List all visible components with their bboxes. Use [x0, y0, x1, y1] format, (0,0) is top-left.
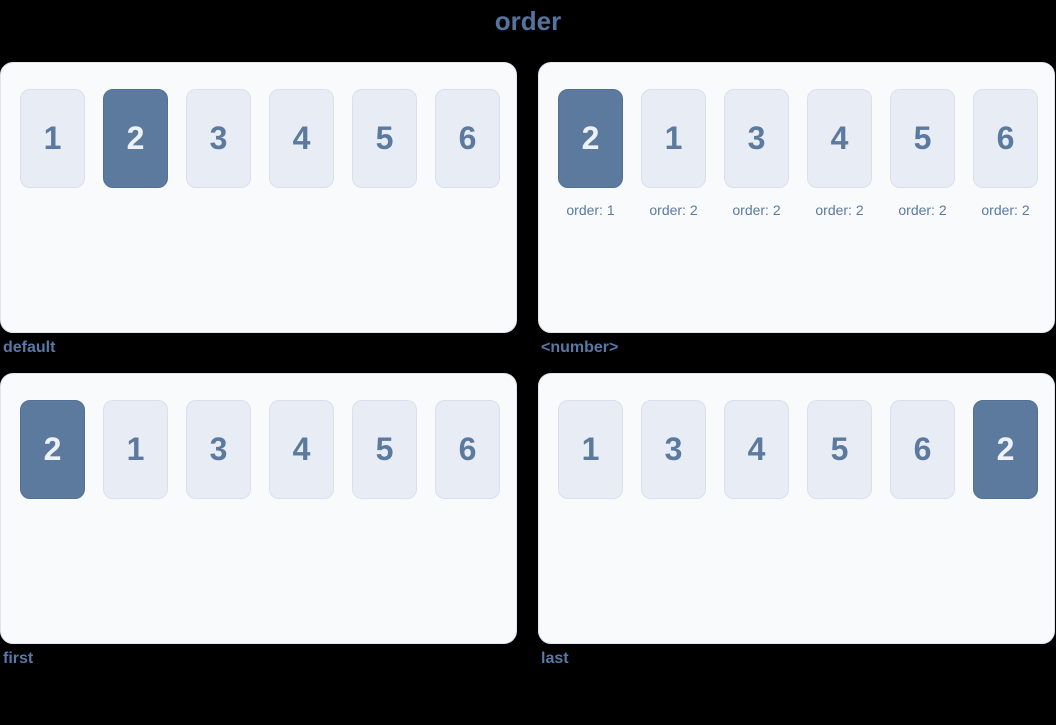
example-label-first: first: [3, 650, 34, 667]
flex-item-box: 3: [724, 89, 789, 188]
flex-item: 5: [807, 400, 872, 499]
flex-item: 6: [435, 89, 500, 188]
flex-item-box: 6: [435, 89, 500, 188]
flex-item: 5 order: 2: [890, 89, 955, 218]
flex-item-box: 3: [641, 400, 706, 499]
flex-item-box: 1: [20, 89, 85, 188]
example-label-number: <number>: [541, 339, 619, 356]
flex-item-box: 1: [641, 89, 706, 188]
example-number: 2 order: 1 1 order: 2 3 order: 2 4 order: 2 5 ord…: [538, 62, 1055, 357]
flex-item: 4: [269, 400, 334, 499]
flex-container-number: 2 order: 1 1 order: 2 3 order: 2 4 order: 2 5 ord…: [538, 62, 1055, 333]
flex-item-box: 4: [724, 400, 789, 499]
flex-item: 1: [20, 89, 85, 188]
flex-item-box: 1: [558, 400, 623, 499]
order-value-label: order: 2: [732, 202, 781, 218]
flex-item-box: 4: [807, 89, 872, 188]
flex-item: 3: [641, 400, 706, 499]
flex-item-box: 6: [973, 89, 1038, 188]
flex-item: 6: [435, 400, 500, 499]
flex-item-box: 5: [352, 400, 417, 499]
flex-item: 1: [103, 400, 168, 499]
flex-item-box: 4: [269, 89, 334, 188]
flex-item: 6 order: 2: [973, 89, 1038, 218]
flex-item-box-highlighted: 2: [558, 89, 623, 188]
flex-item: 2: [103, 89, 168, 188]
flex-item-box: 5: [890, 89, 955, 188]
flex-item: 4 order: 2: [807, 89, 872, 218]
flex-item-box: 5: [352, 89, 417, 188]
flex-item-box: 3: [186, 89, 251, 188]
flex-item-box: 6: [890, 400, 955, 499]
flex-item: 2: [20, 400, 85, 499]
flex-item-box: 4: [269, 400, 334, 499]
flex-item-box-highlighted: 2: [973, 400, 1038, 499]
flex-item: 1: [558, 400, 623, 499]
flex-item-box-highlighted: 2: [103, 89, 168, 188]
flex-item: 5: [352, 89, 417, 188]
order-value-label: order: 2: [981, 202, 1030, 218]
flex-item-box: 3: [186, 400, 251, 499]
example-label-default: default: [3, 339, 56, 356]
box-row: 2 order: 1 1 order: 2 3 order: 2 4 order: 2 5 ord…: [558, 89, 1054, 218]
flex-item: 6: [890, 400, 955, 499]
example-label-last: last: [541, 650, 569, 667]
flex-item: 2 order: 1: [558, 89, 623, 218]
order-value-label: order: 2: [649, 202, 698, 218]
flex-item: 5: [352, 400, 417, 499]
order-value-label: order: 1: [566, 202, 615, 218]
flex-item-box: 1: [103, 400, 168, 499]
flex-item: 2: [973, 400, 1038, 499]
flex-item: 3 order: 2: [724, 89, 789, 218]
flex-item-box: 5: [807, 400, 872, 499]
flex-item: 3: [186, 89, 251, 188]
flex-item: 1 order: 2: [641, 89, 706, 218]
flex-item: 4: [269, 89, 334, 188]
flex-item: 4: [724, 400, 789, 499]
flex-item-box-highlighted: 2: [20, 400, 85, 499]
order-value-label: order: 2: [898, 202, 947, 218]
flex-item: 3: [186, 400, 251, 499]
order-value-label: order: 2: [815, 202, 864, 218]
flex-item-box: 6: [435, 400, 500, 499]
page-title: order: [494, 6, 562, 36]
